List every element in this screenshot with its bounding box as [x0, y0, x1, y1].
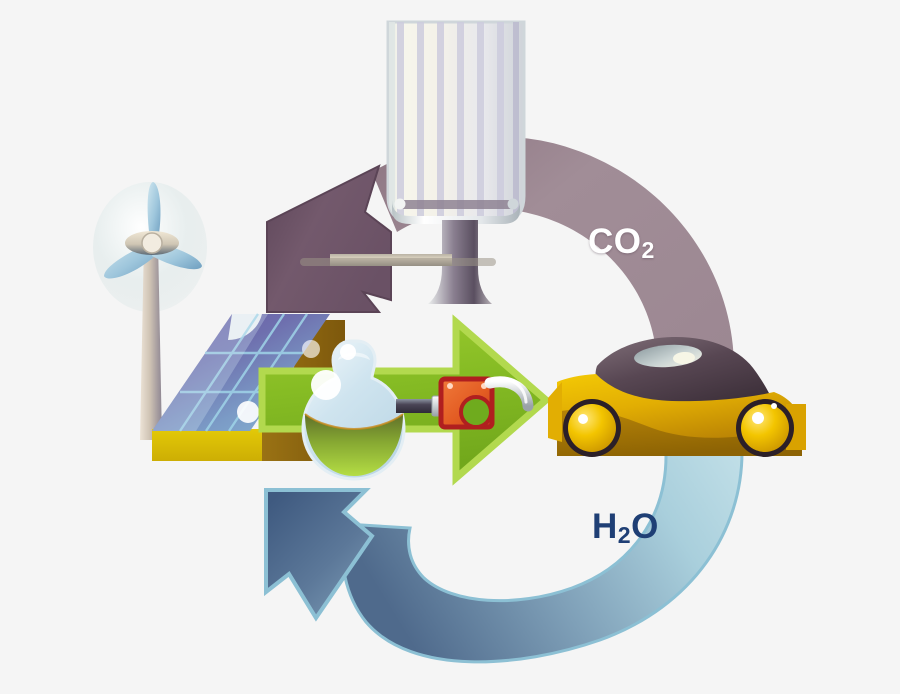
car-headlight-glint: [771, 403, 777, 409]
flask-highlight-large: [311, 370, 341, 400]
h2o-label-text: H: [592, 507, 618, 546]
cooling-tower-rim-bar: [398, 200, 516, 209]
fuel-nozzle-group: [396, 376, 534, 430]
wind-turbine-blade-up: [147, 182, 161, 240]
car-wheel-front: [736, 399, 794, 457]
fuel-hose-highlight: [490, 377, 528, 404]
co2-label-text: CO: [588, 222, 642, 261]
solar-panel-glint-1: [237, 401, 259, 423]
wind-turbine-group: [93, 182, 207, 440]
car-sunroof-glint: [673, 351, 695, 365]
car-rear-tip: [548, 382, 562, 442]
cooling-tower-pipe-bar: [300, 258, 496, 266]
fuel-tube: [396, 399, 434, 413]
cooling-tower-rim-stud-right: [507, 198, 519, 210]
h2o-label: H2O: [592, 507, 659, 549]
flask-liquid-surface: [304, 413, 404, 431]
cooling-tower-group: [300, 20, 526, 304]
solar-panel-glint-2: [302, 340, 320, 358]
h2o-label-tail: O: [631, 507, 659, 546]
wind-turbine-mast: [140, 240, 162, 440]
wind-turbine-hub: [141, 232, 163, 254]
solar-panel-sheen: [152, 314, 268, 431]
h2o-label-subscript: 2: [617, 522, 632, 549]
h2o-arrowhead: [264, 488, 375, 622]
cooling-tower-rim: [392, 200, 520, 224]
flask-group: [301, 339, 406, 481]
solar-panel-face: [152, 314, 330, 431]
co2-label-subscript: 2: [641, 237, 655, 264]
fuel-nozzle-stud-left: [447, 383, 453, 389]
flask-liquid: [305, 414, 403, 476]
flask-rim-shine: [338, 352, 370, 360]
co2-label: CO2: [588, 222, 655, 264]
cooling-tower-ribs: [389, 22, 519, 222]
fuel-nozzle-dial: [459, 395, 493, 429]
car-wheel-rear: [563, 399, 621, 457]
co2-arrowhead: [266, 164, 392, 313]
car-group: [548, 336, 806, 457]
cooling-tower-rim-stud-left: [394, 198, 406, 210]
